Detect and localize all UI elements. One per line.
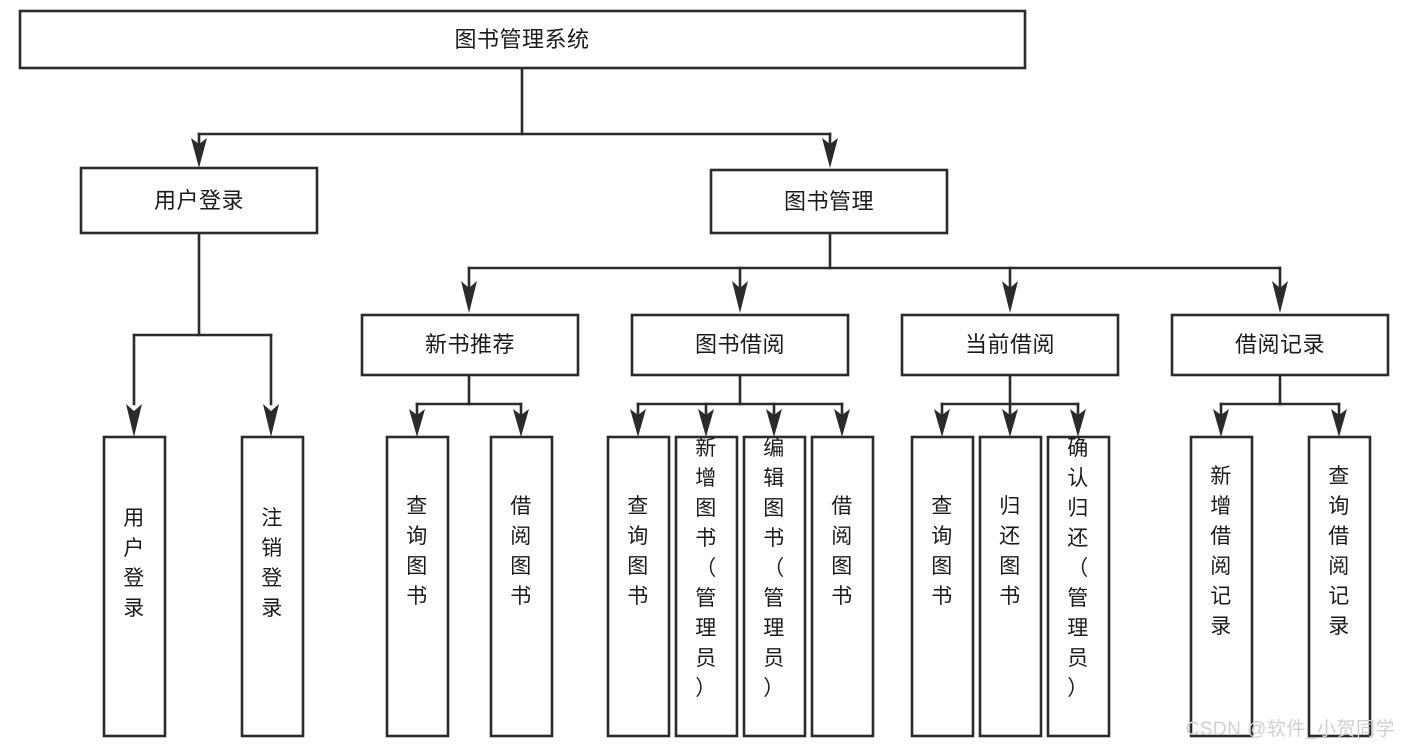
leaf-box[interactable]: [606, 435, 671, 738]
arrow-current-borrow-child-2: [1002, 409, 1018, 437]
arrow-book-manage-child-2: [732, 281, 748, 313]
leaf-book-borrow-2[interactable]: 新增图书（管理员）: [674, 435, 739, 738]
arrow-current-borrow-child-1: [934, 409, 950, 437]
node-new-book-recommend-box[interactable]: [360, 313, 580, 377]
arrow-new-book-child-1: [409, 409, 425, 437]
leaf-current-borrow-2[interactable]: 归还图书: [978, 435, 1043, 738]
edge-group-current-borrow: [934, 373, 1086, 437]
node-book-borrow[interactable]: 图书借阅: [630, 313, 850, 377]
node-root-label: 图书管理系统: [454, 27, 589, 52]
edge-group-user-login: [126, 231, 279, 437]
arrow-book-manage-child-3: [1002, 281, 1018, 313]
leaf-box[interactable]: [240, 435, 305, 738]
node-borrow-record-label: 借阅记录: [1235, 332, 1325, 357]
edge-group-borrow-record: [1213, 373, 1347, 437]
node-user-login[interactable]: 用户登录: [79, 166, 319, 235]
leaf-box[interactable]: [102, 435, 167, 738]
arrow-user-login-child-1: [126, 404, 142, 437]
leaf-box[interactable]: [810, 435, 875, 738]
node-book-manage[interactable]: 图书管理: [709, 168, 949, 235]
leaf-box[interactable]: [742, 435, 807, 738]
arrow-book-borrow-child-1: [630, 409, 646, 437]
leaf-box[interactable]: [1307, 435, 1372, 738]
arrow-book-manage-child-1: [461, 281, 477, 313]
leaf-borrow-record-2[interactable]: 查询借阅记录: [1307, 435, 1372, 738]
leaf-box[interactable]: [489, 435, 554, 738]
leaf-user-login-1[interactable]: 用户登录: [102, 435, 167, 738]
node-root[interactable]: 图书管理系统: [18, 9, 1027, 70]
arrow-current-borrow-child-3: [1070, 409, 1086, 437]
node-borrow-record[interactable]: 借阅记录: [1170, 313, 1390, 377]
leaf-label-vertical: 查询图书: [931, 495, 953, 608]
leaf-book-borrow-3[interactable]: 编辑图书（管理员）: [742, 435, 807, 738]
leaf-label-vertical: 归还图书: [999, 495, 1021, 608]
node-new-book-recommend-label: 新书推荐: [425, 332, 515, 357]
arrow-root-to-user-login: [191, 138, 207, 168]
leaf-label-vertical: 注销登录: [261, 507, 283, 620]
leaf-book-borrow-4[interactable]: 借阅图书: [810, 435, 875, 738]
leaf-new-book-2[interactable]: 借阅图书: [489, 435, 554, 738]
node-book-manage-box[interactable]: [709, 168, 949, 235]
leaf-current-borrow-1[interactable]: 查询图书: [910, 435, 975, 738]
leaf-label-vertical: 编辑图书（管理员）: [763, 437, 785, 700]
arrow-borrow-record-child-2: [1331, 409, 1347, 437]
node-user-login-box[interactable]: [79, 166, 319, 235]
arrow-book-borrow-child-2: [698, 409, 714, 437]
leaf-box[interactable]: [1046, 435, 1111, 738]
leaf-user-login-2[interactable]: 注销登录: [240, 435, 305, 738]
arrow-borrow-record-child-1: [1213, 409, 1229, 437]
leaf-label-vertical: 查询图书: [627, 495, 649, 608]
node-borrow-record-box[interactable]: [1170, 313, 1390, 377]
node-user-login-label: 用户登录: [154, 188, 244, 213]
leaf-box[interactable]: [674, 435, 739, 738]
leaf-label-vertical: 确认归还（管理员）: [1067, 437, 1089, 700]
leaf-new-book-1[interactable]: 查询图书: [385, 435, 450, 738]
arrow-user-login-child-2: [263, 404, 279, 437]
node-book-borrow-label: 图书借阅: [695, 332, 785, 357]
leaf-label-vertical: 用户登录: [123, 507, 145, 620]
leaf-label-vertical: 新增图书（管理员）: [695, 437, 717, 700]
arrow-book-manage-child-4: [1272, 281, 1288, 313]
arrow-new-book-child-2: [513, 409, 529, 437]
leaf-label-vertical: 查询借阅记录: [1328, 465, 1350, 638]
arrow-book-borrow-child-3: [766, 409, 782, 437]
node-new-book-recommend[interactable]: 新书推荐: [360, 313, 580, 377]
node-current-borrow[interactable]: 当前借阅: [900, 313, 1120, 377]
edge-group-new-book: [409, 373, 529, 437]
leaf-box[interactable]: [1189, 435, 1254, 738]
node-book-borrow-box[interactable]: [630, 313, 850, 377]
leaf-box[interactable]: [385, 435, 450, 738]
edge-group-book-borrow: [630, 373, 850, 437]
node-current-borrow-box[interactable]: [900, 313, 1120, 377]
edge-group-book-manage: [461, 231, 1288, 313]
arrow-root-to-book-manage: [822, 138, 838, 168]
leaf-borrow-record-1[interactable]: 新增借阅记录: [1189, 435, 1254, 738]
node-current-borrow-label: 当前借阅: [965, 332, 1055, 357]
edge-group-root: [191, 66, 838, 168]
leaf-box[interactable]: [910, 435, 975, 738]
leaf-label-vertical: 新增借阅记录: [1210, 465, 1232, 638]
leaf-label-vertical: 借阅图书: [831, 495, 853, 608]
leaf-book-borrow-1[interactable]: 查询图书: [606, 435, 671, 738]
leaf-box[interactable]: [978, 435, 1043, 738]
leaf-label-vertical: 查询图书: [406, 495, 428, 608]
arrow-book-borrow-child-4: [834, 409, 850, 437]
node-book-manage-label: 图书管理: [784, 189, 874, 214]
leaf-label-vertical: 借阅图书: [510, 495, 532, 608]
node-root-box[interactable]: [18, 9, 1027, 70]
leaf-current-borrow-3[interactable]: 确认归还（管理员）: [1046, 435, 1111, 738]
